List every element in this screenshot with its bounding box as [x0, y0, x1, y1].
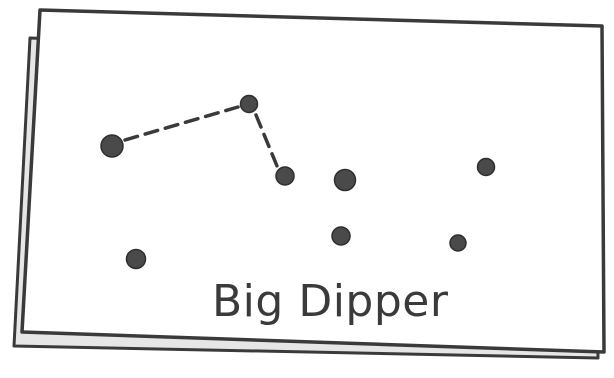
- star: [332, 227, 350, 245]
- star: [335, 170, 356, 191]
- star: [276, 167, 294, 185]
- star: [478, 159, 495, 176]
- star: [450, 235, 466, 251]
- star: [101, 135, 123, 157]
- star: [241, 96, 258, 113]
- star: [127, 250, 146, 269]
- card-caption: Big Dipper: [212, 276, 449, 327]
